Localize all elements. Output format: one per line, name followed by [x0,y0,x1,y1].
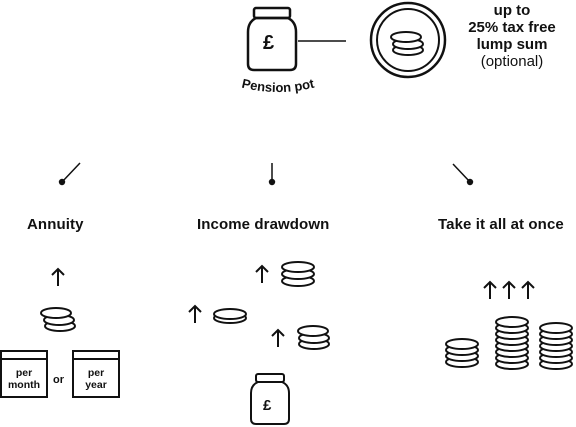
per-year-text: per year [85,367,107,391]
lump-sum-line4: (optional) [480,53,544,70]
per-month-text: per month [7,367,41,391]
annuity-heading: Annuity [27,216,84,233]
pension-pot-pound-symbol: £ [263,32,275,54]
lump-sum-coin-icon [369,1,447,79]
coin-icon [213,308,247,324]
drawdown-jar-icon [250,373,290,425]
lump-sum-text: up to 25% tax free lump sum (optional) [452,2,572,70]
pension-pot-jar-icon [246,6,298,72]
per-month-box [0,350,48,398]
tall-coin-stack-icon [495,316,529,370]
arrow-up-icon [255,264,269,283]
drawdown-heading: Income drawdown [197,216,330,233]
arrow-up-icon [51,267,65,286]
coin-stack-icon [445,338,479,368]
all-at-once-heading: Take it all at once [438,216,564,233]
coin-stack-icon [539,322,573,370]
lump-sum-line2: 25% tax free [468,19,556,36]
annuity-branch-pointer [58,162,81,186]
svg-text:Pension pot: Pension pot [240,76,316,95]
per-year-box [72,350,120,398]
lump-sum-line1: up to [493,2,531,19]
coin-stack-icon [297,325,330,350]
arrow-up-icon [521,280,535,299]
lump-sum-line3: lump sum [476,36,548,53]
all-at-once-branch-pointer [452,163,474,186]
drawdown-jar-pound-symbol: £ [263,397,272,414]
coin-stack-icon [281,261,315,287]
coin-stack-icon [40,307,76,332]
pension-pot-label: Pension pot [240,76,316,95]
lump-sum-connector [298,40,346,42]
arrow-up-icon [188,304,202,323]
arrow-up-icon [502,280,516,299]
drawdown-branch-pointer [268,163,276,186]
arrow-up-icon [483,280,497,299]
arrow-up-icon [271,328,285,347]
or-text: or [53,374,64,386]
